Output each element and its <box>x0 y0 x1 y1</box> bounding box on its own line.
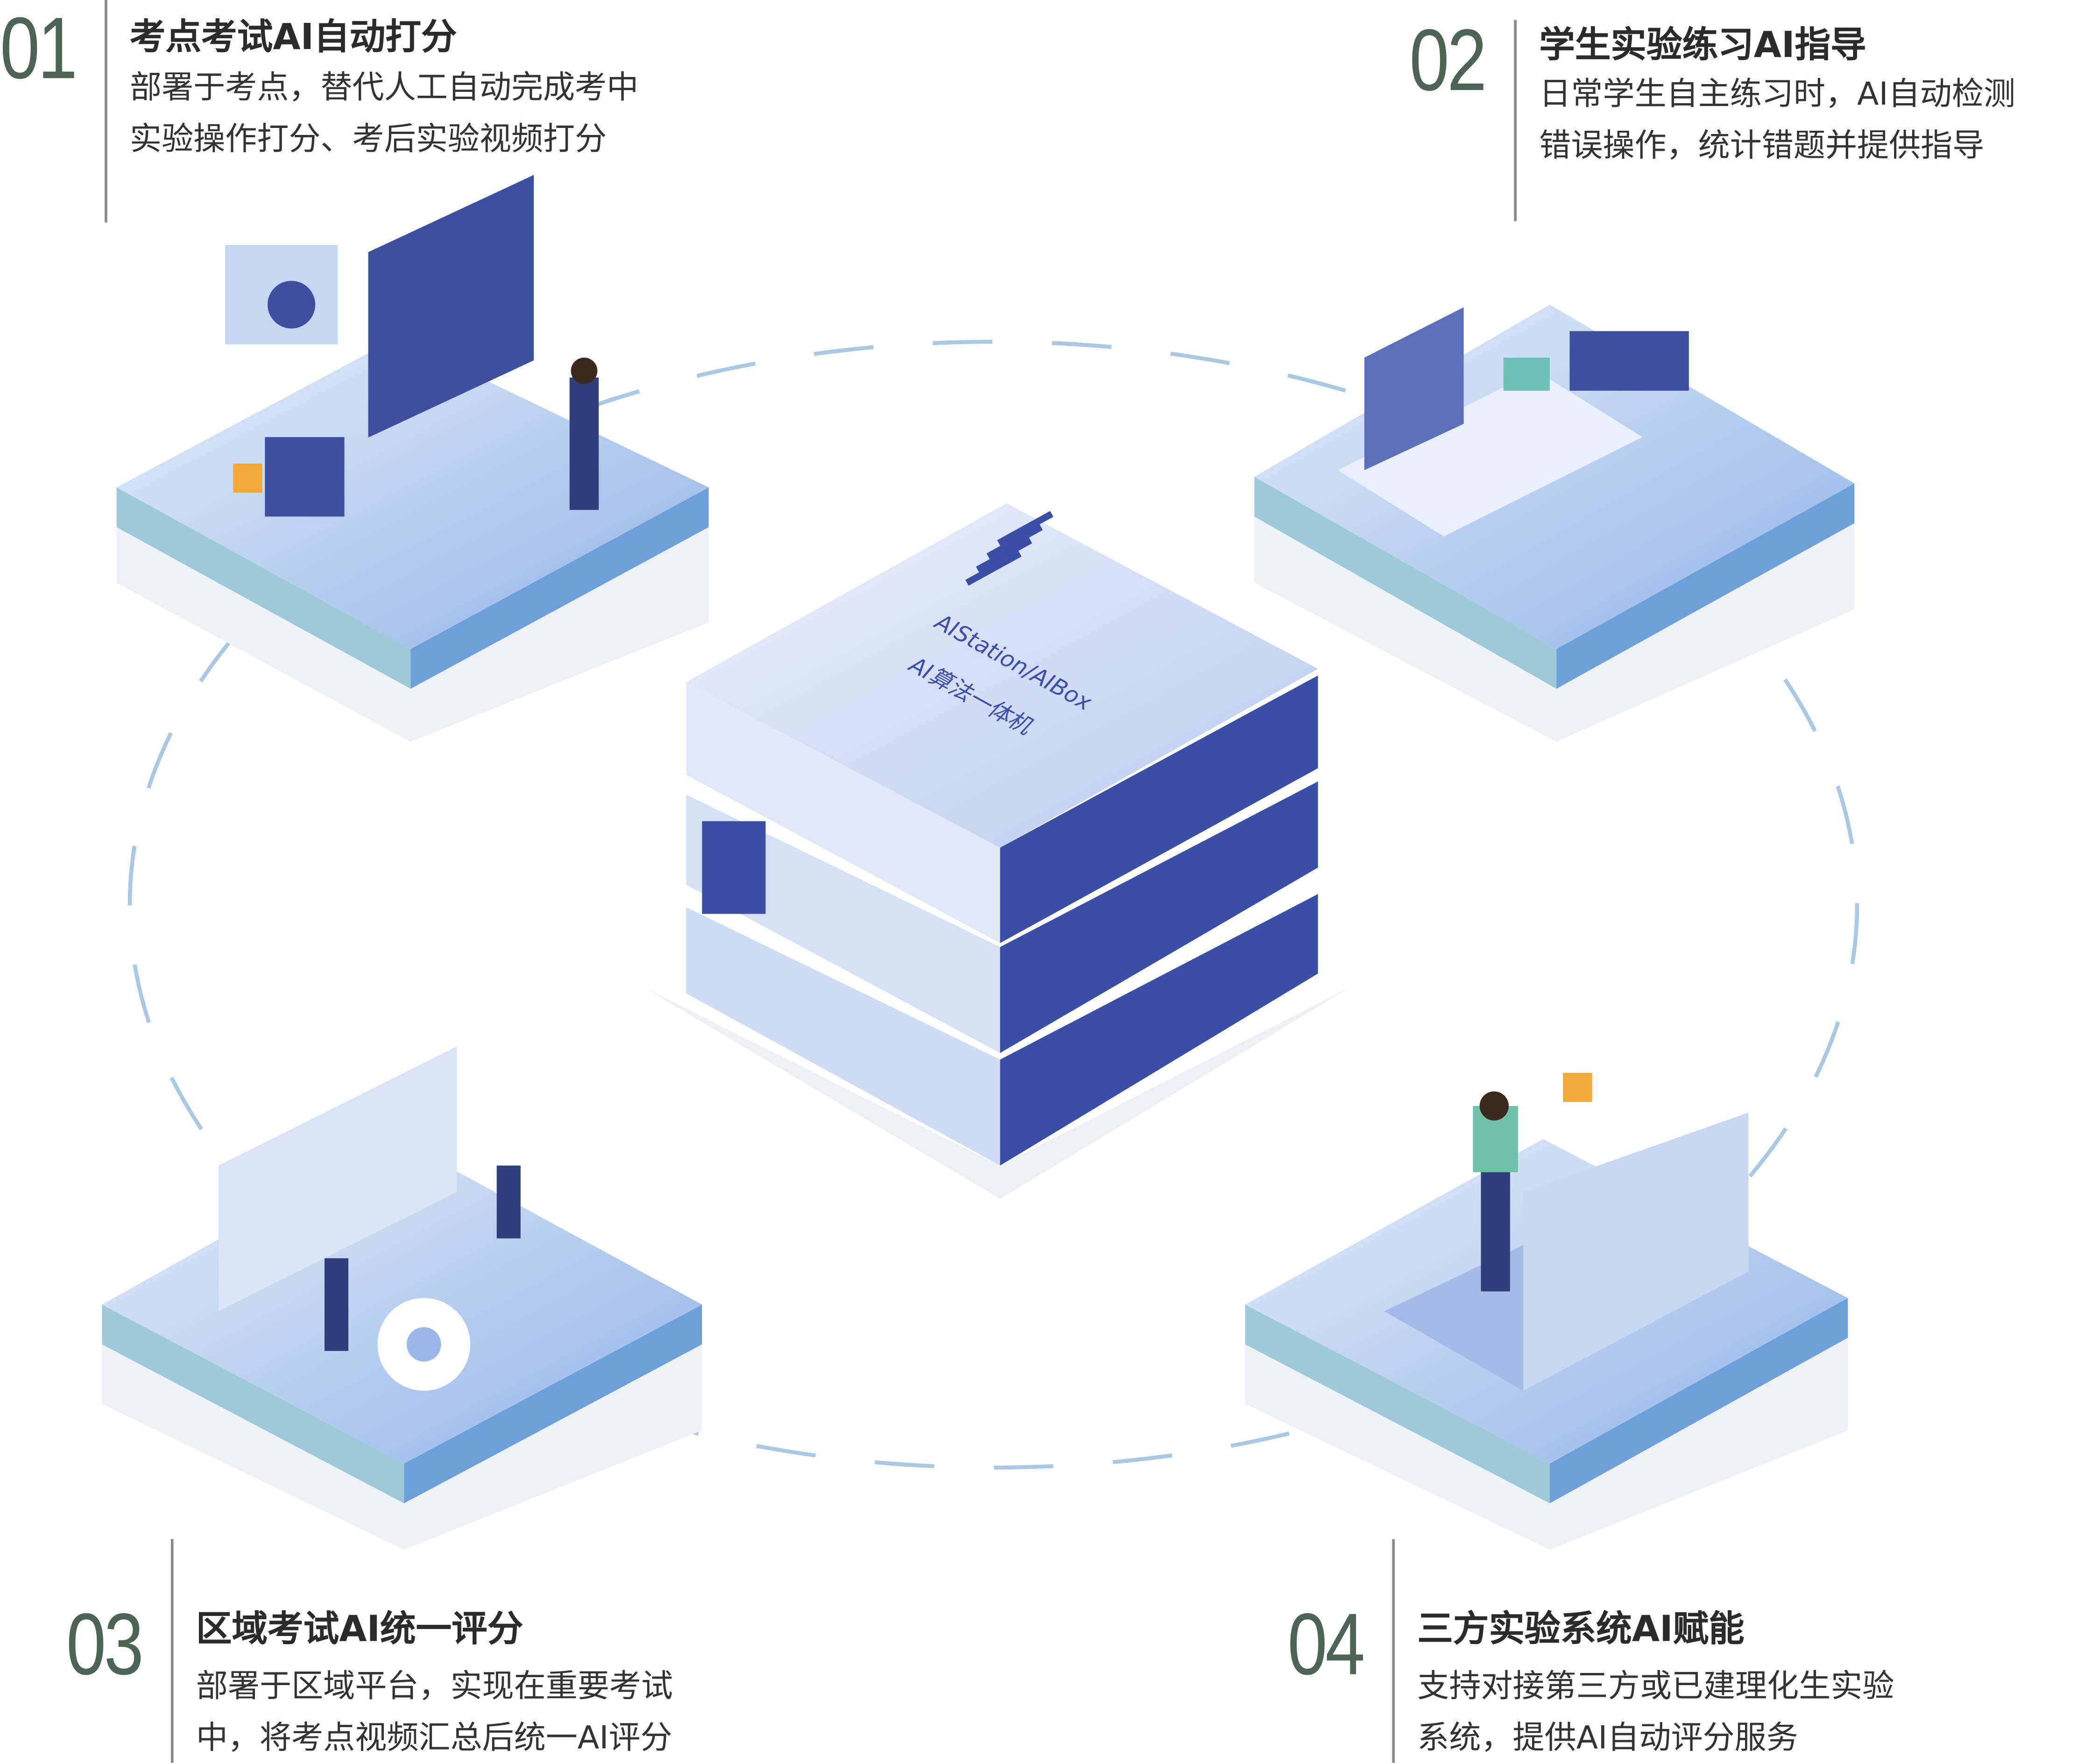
server-stack <box>642 503 1351 1199</box>
section-number: 03 <box>66 1595 144 1693</box>
section-number: 04 <box>1287 1595 1365 1693</box>
divider <box>105 0 107 223</box>
platform-03 <box>102 1046 702 1550</box>
section-title: 三方实验系统AI赋能 <box>1417 1609 1745 1651</box>
dashed-orbit <box>127 339 1859 1470</box>
section-title: 考点考试AI自动打分 <box>129 17 457 58</box>
section-desc-line: 实验操作打分、考后实验视频打分 <box>129 120 607 158</box>
section-desc-line: 系统，提供AI自动评分服务 <box>1417 1719 1798 1757</box>
platform-02 <box>1254 304 1855 742</box>
divider <box>1514 20 1517 221</box>
section-desc-line: 错误操作，统计错题并提供指导 <box>1539 127 1985 164</box>
platform-04 <box>1245 1073 1848 1550</box>
section-desc-line: 部署于考点，替代人工自动完成考中 <box>129 69 639 106</box>
section-desc-line: 中，将考点视频汇总后统一AI评分 <box>196 1719 672 1757</box>
section-desc-line: 日常学生自主练习时，AI自动检测 <box>1539 75 2016 113</box>
divider <box>170 1539 174 1763</box>
section-number: 01 <box>0 0 78 97</box>
divider <box>1392 1539 1395 1763</box>
section-title: 学生实验练习AI指导 <box>1539 25 1866 66</box>
section-desc-line: 支持对接第三方或已建理化生实验 <box>1417 1667 1894 1705</box>
section-title: 区域考试AI统一评分 <box>196 1609 523 1651</box>
platform-01 <box>116 175 709 742</box>
section-number: 02 <box>1409 10 1487 109</box>
section-desc-line: 部署于区域平台，实现在重要考试 <box>196 1667 673 1705</box>
